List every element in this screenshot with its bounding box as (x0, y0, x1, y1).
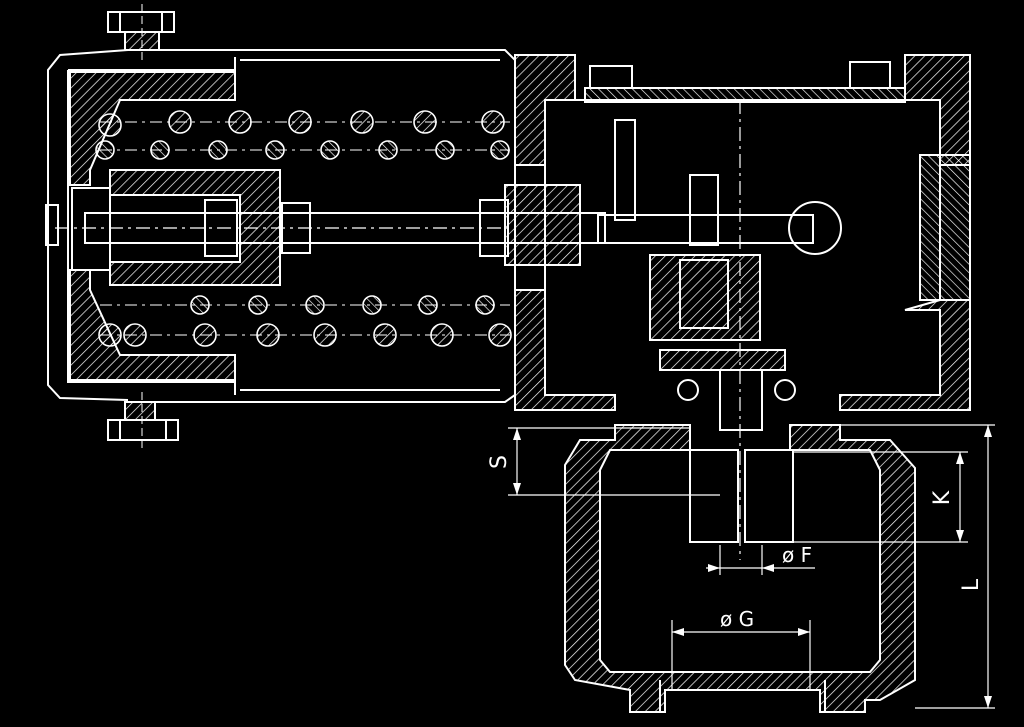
spring-piston (45, 71, 281, 381)
dimension-label-g: ø G (720, 607, 754, 631)
valve-body (564, 424, 916, 713)
dimension-label-f: ø F (782, 543, 812, 567)
scotch-yoke (597, 119, 971, 341)
upper-springs (95, 110, 510, 160)
tie-bolt-bottom (107, 392, 179, 450)
lower-springs (98, 295, 512, 347)
dimension-arrows (513, 425, 992, 708)
tie-bolt-top (107, 4, 175, 60)
dimension-label-l: L (959, 578, 984, 591)
dimension-label-s: S (487, 455, 512, 469)
dimension-label-k: K (930, 490, 955, 505)
stem-bearing (659, 100, 796, 560)
